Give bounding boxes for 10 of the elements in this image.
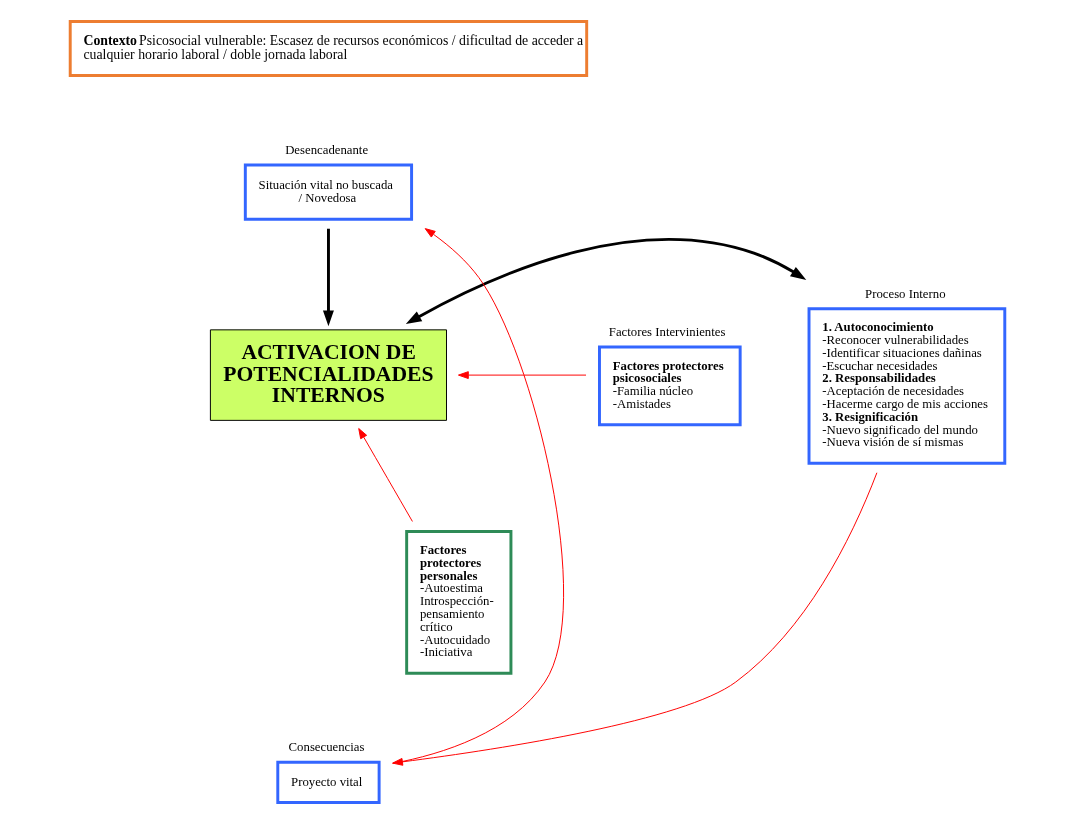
node-label: Consecuencias bbox=[288, 740, 364, 755]
arrow bbox=[357, 428, 413, 522]
arrow bbox=[457, 371, 586, 380]
arrow bbox=[391, 228, 564, 764]
node-label: Factores Intervinientes bbox=[608, 325, 725, 340]
arrow bbox=[391, 472, 877, 766]
node-label: Proceso Interno bbox=[864, 286, 946, 301]
arrow bbox=[405, 238, 806, 325]
node-label: Desencadenante bbox=[284, 143, 368, 158]
arrow bbox=[322, 228, 334, 327]
